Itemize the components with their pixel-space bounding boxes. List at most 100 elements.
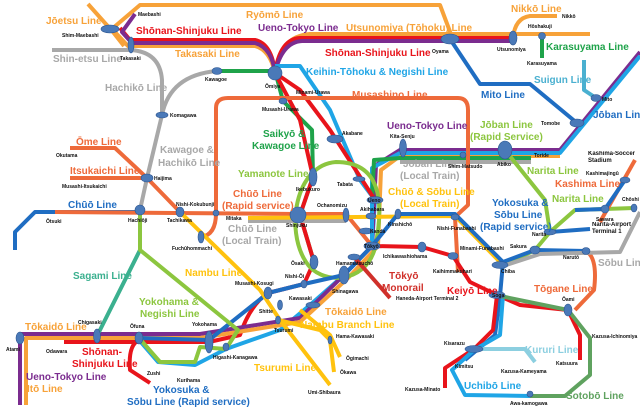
station-kaihin: Kaihimmakuhari (433, 269, 473, 275)
stations (15, 24, 638, 398)
station-hamamatsucho: Hamamatsuchō (336, 261, 373, 267)
station-tomobe: Tomobe (541, 121, 560, 127)
uchibo-line (450, 294, 531, 398)
label-yokohama-b: Negishi Line (140, 309, 200, 320)
station-hamakawasaki: Hama-Kawasaki (336, 334, 375, 340)
keiyo-line (371, 244, 582, 360)
label-shonan3-a: Shōnan- (82, 347, 122, 358)
label-kawagoe-b: Hachikō Line (158, 158, 221, 169)
station-oami: Ōami (562, 296, 575, 303)
suigun-line (582, 60, 598, 100)
station-nishikokubunji: Nishi-Kokubunji (176, 202, 215, 208)
station-kazusaichinomiya: Kazusa-Ichinomiya (592, 334, 638, 340)
station-takasaki: Takasaki (120, 56, 141, 62)
station-shitte: Shitte (259, 309, 273, 315)
station-minamiurawa: Minami-Urawa (296, 90, 330, 96)
station-kisarazu: Kisarazu (444, 341, 465, 347)
station-kawagoe: Kawagoe (205, 77, 227, 83)
label-karasuyama: Karasuyama Line (546, 42, 629, 53)
sobu-rapid-line (138, 212, 505, 362)
station-ikebukuro: Ikebukuro (296, 187, 320, 193)
label-monorail-b: Monorail (382, 283, 424, 294)
label-nikko: Nikkō Line (511, 4, 562, 15)
station-zushi: Zushi (147, 371, 161, 377)
tokyo-monorail (352, 255, 392, 300)
narita-airport-branch (549, 227, 591, 234)
station-okutama: Okutama (56, 153, 78, 159)
station-kinshicho: Kinshichō (388, 222, 412, 228)
label-shonan2: Shōnan-Shinjuku Line (325, 48, 431, 59)
station-utsunomiya: Utsunomiya (497, 47, 526, 53)
station-haijima: Haijima (154, 176, 172, 182)
station-kitasenju: Kita-Senju (390, 134, 415, 140)
label-ryomo: Ryōmō Line (246, 10, 304, 21)
label-yokosuka-c: (Rapid service) (480, 222, 552, 233)
yokohama-line (137, 212, 240, 364)
label-chuo: Chūō Line (68, 200, 117, 211)
label-yamanote: Yamanote Line (238, 169, 309, 180)
station-shinagawa: Shinagawa (332, 289, 358, 295)
station-chiba: Chiba (501, 269, 515, 275)
station-akihabara: Akihabara (360, 207, 384, 213)
label-monorail-a: Tōkyō (389, 271, 418, 282)
station-abiko: Abiko (497, 162, 511, 168)
label-joetsu: Jōetsu Line (46, 16, 102, 27)
label-keiyo: Keiyō Line (447, 286, 498, 297)
sobu-line-gray (502, 211, 640, 268)
label-kururi: Kururi Line (525, 345, 579, 356)
label-chuo-rapid-a: Chūō Line (233, 189, 282, 200)
label-shinetsu: Shin-etsu Line (53, 54, 122, 65)
station-nikko: Nikkō (562, 14, 576, 20)
station-naritaairport: Narita-Airport Terminal 1 (592, 222, 632, 235)
station-ichikawa: Ichikawashiohama (383, 254, 427, 260)
label-chuo-local-a: Chūō Line (228, 224, 277, 235)
station-minamifunabashi: Minami-Funabashi (460, 246, 505, 252)
station-atami: Atami (6, 347, 21, 353)
station-ogimachi: Ōgimachi (346, 355, 369, 362)
label-uenotokyo2: Ueno-Tokyo Line (387, 121, 468, 132)
label-ito: Itō Line (27, 384, 63, 395)
label-sotobo: Sotobō Line (566, 391, 624, 402)
station-omiya: Ōmiya (265, 83, 281, 90)
label-mito: Mito Line (481, 90, 525, 101)
station-karasuyama: Karasuyama (527, 61, 557, 67)
station-chigasaki: Chigasaki (78, 320, 102, 326)
musashino-line (214, 96, 470, 273)
label-keihin: Keihin-Tōhoku & Negishi Line (306, 67, 449, 78)
label-joban1: Jōban Line (593, 110, 640, 121)
station-shinmaebashi: Shim-Maebashi (62, 33, 99, 39)
station-yokohama: Yokohama (192, 322, 217, 328)
station-ochanomizu: Ochanomizu (317, 203, 347, 209)
label-musashino: Musashino Line (352, 90, 428, 101)
label-joban-rapid-a: Jōban Line (480, 120, 533, 131)
station-labels: Maebashi Shim-Maebashi Takasaki Kawagoe … (6, 12, 640, 407)
station-komagawa: Komagawa (170, 113, 197, 119)
line-labels: Jōetsu Line Ryōmō Line Shōnan-Shinjuku L… (25, 4, 640, 408)
station-hachioji: Hachiōji (128, 218, 148, 224)
station-fuchu: Fuchūhommachi (172, 246, 213, 252)
label-yokosuka-b: Sōbu Line (494, 210, 543, 221)
station-okawa: Ōkawa (340, 369, 356, 376)
mito-line (448, 37, 579, 125)
station-katsuura: Katsuura (556, 361, 578, 367)
station-haneda: Haneda-Airport Terminal 2 (396, 296, 459, 302)
station-kashimajingu: Kashimajingū (586, 171, 619, 177)
station-umishibaura: Umi-Shibaura (308, 390, 341, 396)
label-hachiko: Hachikō Line (105, 83, 168, 94)
label-yokosuka-a: Yokosuka & (492, 198, 549, 209)
label-tokaido1: Tōkaidō Line (25, 322, 87, 333)
station-osaki: Ōsaki (291, 260, 305, 267)
label-chuosobu-a: Chūō & Sōbu Line (388, 187, 475, 198)
station-toride: Toride (534, 153, 549, 159)
ome-line (70, 146, 182, 214)
station-mitaka: Mitaka (226, 216, 242, 222)
station-kazusaminato: Kazusa-Minato (405, 387, 440, 393)
label-utsunomiya: Utsunomiya (Tōhoku) Line (346, 23, 473, 34)
label-shonan1: Shōnan-Shinjuku Line (136, 26, 242, 37)
ryomo-line (111, 3, 454, 38)
label-kashima: Kashima Line (555, 179, 620, 190)
station-tokyo: Tōkyō (364, 244, 379, 250)
label-nambu: Nambu Line (185, 268, 243, 279)
label-tsurumi: Tsurumi Line (254, 363, 316, 374)
station-sakura: Sakura (510, 244, 527, 250)
